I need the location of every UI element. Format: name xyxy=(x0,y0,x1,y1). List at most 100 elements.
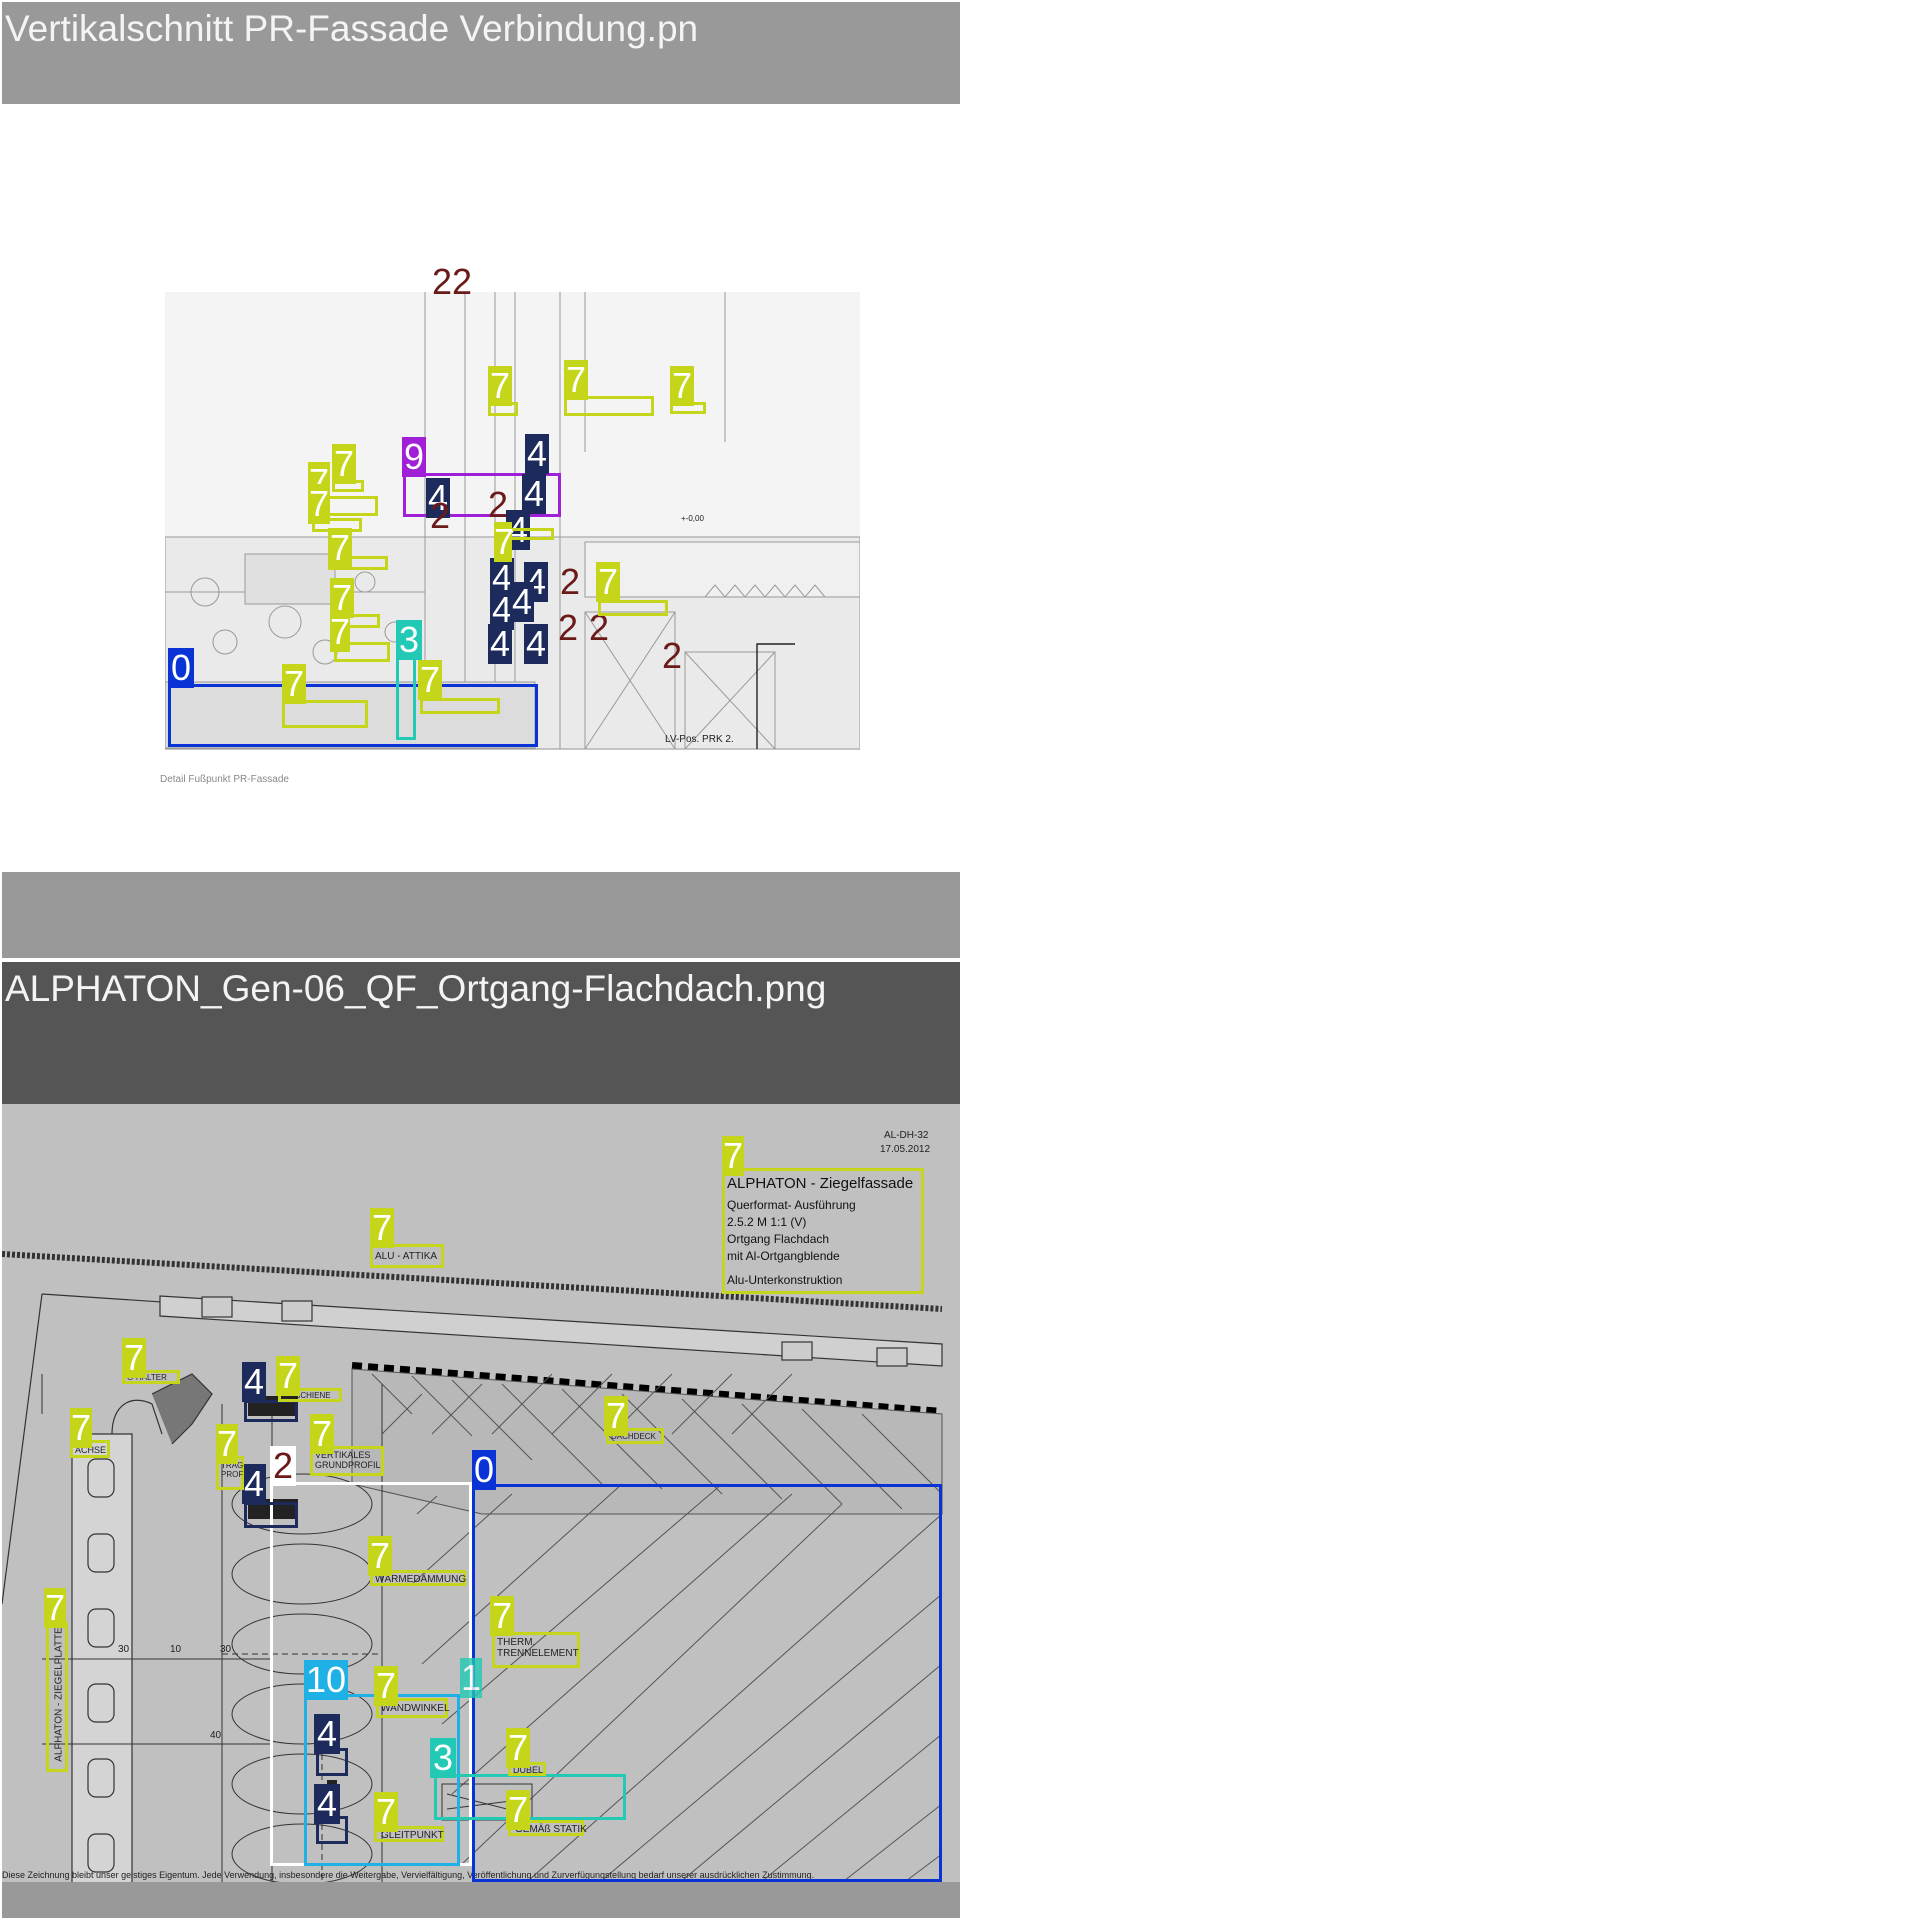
dim-10: 10 xyxy=(170,1644,182,1655)
callout-schiene-label: SCHIENE xyxy=(295,1391,331,1400)
bottom-marker-4: 4 xyxy=(314,1714,340,1754)
top-box-3 xyxy=(396,656,416,740)
top-marker-4: 4 xyxy=(488,623,512,664)
top-box-7 xyxy=(282,700,368,728)
callout-vertikales-box: VERTIKALES GRUNDPROFIL xyxy=(310,1446,384,1476)
top-marker-7: 7 xyxy=(328,527,352,568)
bottom-marker-7: 7 xyxy=(604,1395,628,1436)
top-marker-4: 4 xyxy=(510,581,534,622)
bottom-marker-7: 7 xyxy=(368,1535,392,1576)
bottom-marker-4: 4 xyxy=(242,1361,266,1402)
top-marker-4: 4 xyxy=(524,623,548,664)
top-marker-9: 9 xyxy=(402,436,426,477)
middle-header-bar xyxy=(2,872,960,958)
bottom-date: 17.05.2012 xyxy=(880,1144,931,1155)
bottom-marker-7: 7 xyxy=(370,1207,394,1248)
bottom-drawing: AL-DH-32 17.05.2012 30 10 30 40 Diese Ze… xyxy=(2,1104,960,1918)
top-box-7 xyxy=(598,600,668,616)
title-block-title: ALPHATON - Ziegelfassade xyxy=(727,1175,914,1192)
callout-therm-box: THERM. TRENNELEMENT xyxy=(492,1632,580,1668)
callout-wandwinkel-label: WANDWINKEL xyxy=(381,1703,450,1714)
bottom-marker-10: 10 xyxy=(304,1659,348,1700)
callout-achse-label: ACHSE xyxy=(75,1445,107,1455)
bottom-marker-7: 7 xyxy=(490,1595,514,1636)
top-marker-2: 2 xyxy=(559,561,581,602)
title-block-line: mit Al-Ortgangblende xyxy=(727,1249,840,1263)
callout-vertikales-label: VERTIKALES GRUNDPROFIL xyxy=(315,1450,381,1470)
bottom-marker-7: 7 xyxy=(506,1727,530,1768)
bottom-marker-7: 7 xyxy=(276,1355,300,1396)
top-box-7 xyxy=(564,396,654,416)
callout-halter-label: G-HALTER xyxy=(127,1373,167,1382)
bottom-marker-7: 7 xyxy=(122,1337,146,1378)
top-marker-7: 7 xyxy=(494,521,515,562)
top-marker-7: 7 xyxy=(564,359,588,400)
callout-statik-label: GEMÄß STATIK xyxy=(515,1824,587,1835)
top-marker-7: 7 xyxy=(670,365,694,406)
bottom-box-4 xyxy=(244,1400,298,1422)
callout-therm-label: THERM. TRENNELEMENT xyxy=(497,1637,579,1659)
dim-40: 40 xyxy=(210,1730,222,1741)
title-block-line: Ortgang Flachdach xyxy=(727,1232,830,1246)
top-marker-7: 7 xyxy=(330,611,351,652)
title-block-line: 2.5.2 M 1:1 (V) xyxy=(727,1215,807,1229)
top-marker-0: 0 xyxy=(168,648,194,688)
bottom-marker-0: 0 xyxy=(472,1449,496,1490)
top-header-bar: Vertikalschnitt PR-Fassade Verbindung.pn xyxy=(2,2,960,104)
bottom-marker-7: 7 xyxy=(70,1407,92,1448)
bottom-image-title: ALPHATON_Gen-06_QF_Ortgang-Flachdach.png xyxy=(5,968,827,1009)
title-block-box: ALPHATON - Ziegelfassade Querformat- Aus… xyxy=(722,1168,924,1294)
top-box-7 xyxy=(334,642,390,662)
top-lv-note: LV-Pos. PRK 2. xyxy=(665,734,734,745)
callout-gleitpunkt-box: GLEITPUNKT xyxy=(374,1826,444,1842)
top-marker-7: 7 xyxy=(332,443,356,484)
callout-trag-label: TRAG PROF xyxy=(221,1461,244,1479)
bottom-box-3 xyxy=(434,1774,626,1820)
dim-30: 30 xyxy=(118,1644,130,1655)
bottom-marker-7: 7 xyxy=(374,1791,398,1832)
callout-dach-label: DACHDECK xyxy=(611,1432,656,1441)
top-box-9 xyxy=(403,473,561,517)
top-drawing: +-0,00 LV-Pos. PRK 2. xyxy=(165,292,860,750)
callout-ziegelplatte-box: ALPHATON - ZIEGELPLATTE xyxy=(46,1622,68,1772)
bottom-marker-4: 4 xyxy=(314,1784,340,1824)
bottom-box-4 xyxy=(244,1502,298,1528)
callout-attika-box: ALU - ATTIKA xyxy=(370,1244,444,1268)
bottom-marker-3: 3 xyxy=(430,1738,456,1778)
top-marker-2: 2 xyxy=(557,607,579,648)
top-marker-7: 7 xyxy=(308,483,330,524)
bottom-marker-2: 2 xyxy=(270,1446,296,1486)
callout-duebel-label: DÜBEL xyxy=(513,1765,544,1775)
top-marker-7: 7 xyxy=(418,659,442,700)
top-marker-7: 7 xyxy=(488,365,512,406)
bottom-header-bar: ALPHATON_Gen-06_QF_Ortgang-Flachdach.png xyxy=(2,962,960,1104)
top-image-title: Vertikalschnitt PR-Fassade Verbindung.pn xyxy=(5,8,699,49)
title-block-line: Querformat- Ausführung xyxy=(727,1198,856,1212)
top-marker-4: 4 xyxy=(426,477,450,518)
callout-attika-label: ALU - ATTIKA xyxy=(375,1251,438,1262)
top-marker-2: 2 xyxy=(429,495,451,536)
top-marker-2: 2 xyxy=(661,635,683,676)
bottom-marker-7: 7 xyxy=(216,1423,238,1464)
top-marker-7: 7 xyxy=(596,561,620,602)
top-marker-22: 22 xyxy=(431,261,473,302)
top-marker-7: 7 xyxy=(282,663,306,704)
top-level-mark: +-0,00 xyxy=(681,514,704,523)
top-marker-2: 2 xyxy=(487,484,509,525)
bottom-footer-note: Diese Zeichnung bleibt unser geistiges E… xyxy=(2,1870,815,1880)
top-marker-4: 4 xyxy=(525,433,549,474)
top-box-0 xyxy=(168,684,538,747)
top-marker-3: 3 xyxy=(396,620,422,660)
top-marker-7: 7 xyxy=(330,577,354,618)
callout-daemmung-label: WÄRMEDÄMMUNG xyxy=(375,1574,467,1585)
callout-gleitpunkt-label: GLEITPUNKT xyxy=(381,1830,444,1841)
bottom-marker-4: 4 xyxy=(242,1463,266,1504)
dim-30: 30 xyxy=(220,1644,232,1655)
top-box-7 xyxy=(420,698,500,714)
bottom-footer-bar xyxy=(2,1882,960,1918)
callout-dach-box: DACHDECK xyxy=(606,1428,664,1444)
callout-daemmung-box: WÄRMEDÄMMUNG xyxy=(370,1570,466,1586)
callout-wandwinkel-box: WANDWINKEL xyxy=(376,1698,450,1718)
bottom-marker-7: 7 xyxy=(722,1135,744,1176)
bottom-marker-7: 7 xyxy=(506,1789,530,1830)
